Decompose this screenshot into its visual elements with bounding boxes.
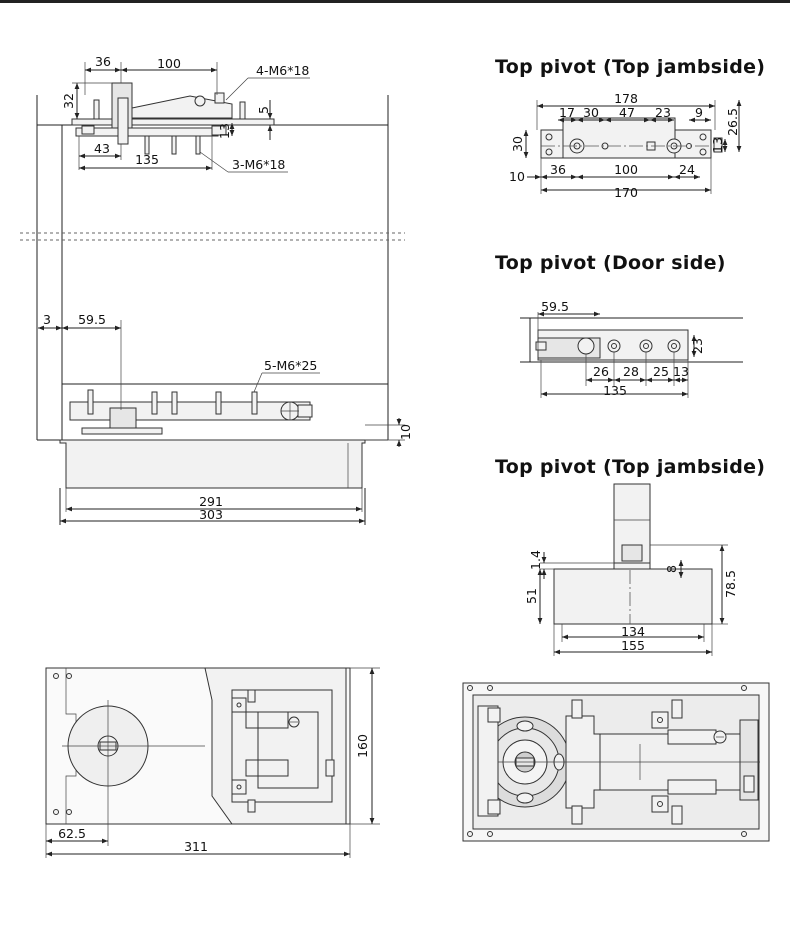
top-border [0,0,790,3]
dim-135: 135 [135,152,159,167]
dim-311: 311 [184,839,208,854]
dim-160: 160 [355,734,370,758]
top-jambside-elevation: 1.4 8 51 78.5 134 155 [524,483,738,656]
dim-47: 47 [619,105,635,120]
dim-13-door: 13 [673,364,689,379]
heading-top-pivot-jambside-2: Top pivot (Top jambside) [495,456,766,478]
label-3-m6-18: 3-M6*18 [232,157,285,172]
dim-23-door: 23 [690,338,705,354]
dim-30-a: 30 [583,105,599,120]
dim-3: 3 [43,312,51,327]
dim-13-v: 13 [710,137,725,153]
dim-28-door: 28 [623,364,639,379]
dim-135-door: 135 [603,383,627,398]
label-4-m6-18: 4-M6*18 [256,63,309,78]
dim-100-b: 100 [614,162,638,177]
dim-24: 24 [679,162,695,177]
heading-top-pivot-jambside: Top pivot (Top jambside) [495,56,766,78]
dim-8: 8 [664,565,679,573]
dim-26-5: 26.5 [725,108,740,136]
closer-body-top-view [462,682,770,842]
dim-59-5: 59.5 [78,312,106,327]
dim-26-door: 26 [593,364,609,379]
side-view: 36 100 32 5 13 4-M6*18 43 135 [20,54,413,525]
dim-78-5: 78.5 [723,570,738,598]
dim-23: 23 [655,105,671,120]
dim-36: 36 [95,54,111,69]
dim-170: 170 [614,185,638,200]
heading-top-pivot-door-side: Top pivot (Door side) [495,252,726,274]
dim-17: 17 [559,105,575,120]
dim-291: 291 [199,494,223,509]
dim-1-4: 1.4 [528,550,543,570]
dim-13: 13 [217,123,232,139]
dim-30-b: 30 [510,136,525,152]
dim-10-b: 10 [509,169,525,184]
label-5-m6-25: 5-M6*25 [264,358,317,373]
dim-5: 5 [256,106,271,114]
dim-303: 303 [199,507,223,522]
dim-25-door: 25 [653,364,669,379]
dim-59-5-door: 59.5 [541,299,569,314]
dim-155: 155 [621,638,645,653]
dim-100: 100 [157,56,181,71]
dim-43: 43 [94,141,110,156]
dim-178: 178 [614,91,638,106]
dim-51: 51 [524,588,539,604]
top-jambside-plate: 178 17 30 47 23 9 26.5 13 30 10 [509,91,742,200]
dim-134: 134 [621,624,645,639]
dim-9: 9 [695,105,703,120]
dim-10: 10 [398,424,413,440]
plan-view: 160 62.5 311 [45,667,380,858]
door-side-view: 59.5 23 26 28 25 13 135 [520,299,743,398]
dim-62-5: 62.5 [58,826,86,841]
dim-32: 32 [61,93,76,109]
dim-36-b: 36 [550,162,566,177]
